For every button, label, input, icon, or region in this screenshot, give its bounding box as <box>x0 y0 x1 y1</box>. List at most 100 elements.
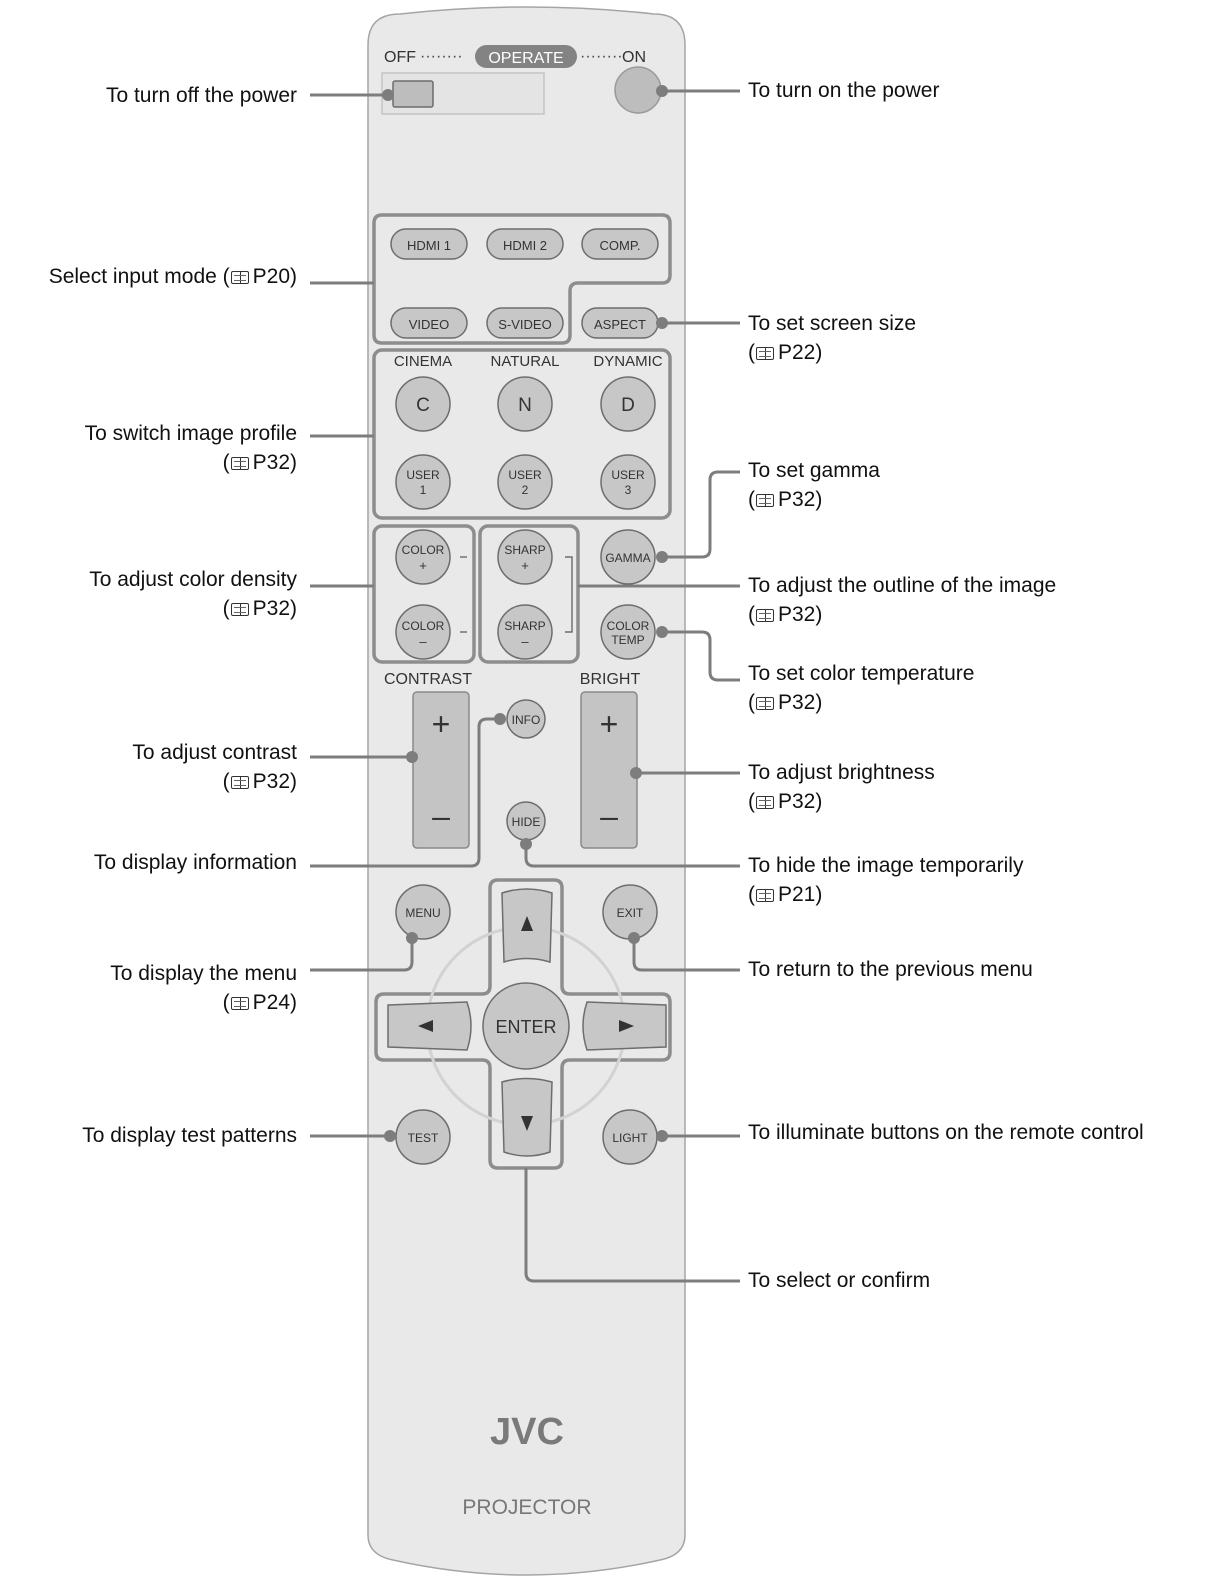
test-label: TEST <box>408 1131 439 1145</box>
user3-label-line1: USER <box>611 468 645 482</box>
leader-lines <box>310 89 740 1283</box>
dot-exit <box>628 932 640 944</box>
user2-button[interactable] <box>497 454 553 510</box>
leader-info <box>310 717 500 868</box>
user1-label-line2: 1 <box>420 483 427 497</box>
cinema-label: CINEMA <box>394 353 452 370</box>
comp-label: COMP. <box>600 238 641 253</box>
test-button[interactable] <box>395 1109 451 1165</box>
color-temp-label-line2: TEMP <box>611 633 644 647</box>
cinema-button[interactable] <box>395 376 451 432</box>
power-on-button[interactable] <box>614 66 662 114</box>
info-label: INFO <box>512 713 541 727</box>
user2-label-line1: USER <box>508 468 542 482</box>
sharp-bracket <box>565 556 573 633</box>
annot-power-on: To turn on the power <box>748 79 940 102</box>
leader-exit <box>632 938 740 972</box>
dot-power-on <box>656 85 668 97</box>
sharp-plus-label-line1: SHARP <box>504 543 545 557</box>
contrast-label: CONTRAST <box>384 671 472 688</box>
color-minus-label-line2: – <box>419 634 427 649</box>
leader-hide <box>524 844 740 868</box>
sharp-minus-button[interactable] <box>497 604 553 660</box>
sharp-minus-label-line2: – <box>521 634 529 649</box>
annot-color-temp: To set color temperature (P32) <box>748 662 975 714</box>
operate-pill <box>475 45 577 68</box>
natural-button-label: N <box>518 395 532 416</box>
natural-label: NATURAL <box>491 353 560 370</box>
color-temp-label-line1: COLOR <box>607 619 650 633</box>
contrast-rocker[interactable] <box>412 691 470 849</box>
dot-info <box>494 713 506 725</box>
user2-label-line2: 2 <box>522 483 529 497</box>
book-icon <box>230 997 249 1010</box>
leader-select <box>524 1168 740 1283</box>
user1-button[interactable] <box>395 454 451 510</box>
annot-power-off: To turn off the power <box>105 84 297 107</box>
annot-contrast: To adjust contrast (P32) <box>132 741 297 793</box>
book-icon <box>756 889 774 902</box>
dot-aspect <box>656 317 668 329</box>
contrast-plus-label: + <box>432 706 451 742</box>
dot-color-temp <box>656 626 668 638</box>
arrow-up-icon <box>521 916 533 931</box>
book-icon <box>756 494 774 507</box>
annot-illuminate: To illuminate buttons on the remote cont… <box>748 1121 1144 1144</box>
color-plus-label-line2: + <box>419 558 427 573</box>
projector-label: PROJECTOR <box>462 1496 591 1519</box>
annot-select-confirm: To select or confirm <box>748 1269 931 1292</box>
profile-group-outline <box>372 348 672 520</box>
color-temp-button[interactable] <box>600 604 656 660</box>
book-icon <box>230 271 249 284</box>
sharp-group-outline <box>478 524 580 664</box>
svideo-label: S-VIDEO <box>498 317 551 332</box>
operate-on-label: ON <box>622 49 646 66</box>
contrast-minus-label: – <box>432 798 450 834</box>
comp-button[interactable] <box>581 228 659 260</box>
hdmi1-button[interactable] <box>390 228 468 260</box>
leader-gamma <box>662 470 740 559</box>
light-label: LIGHT <box>612 1131 648 1145</box>
natural-button[interactable] <box>497 376 553 432</box>
dot-contrast <box>406 751 418 763</box>
hdmi2-label: HDMI 2 <box>503 238 547 253</box>
book-icon <box>230 776 249 789</box>
annot-menu: To display the menu (P24) <box>110 962 297 1014</box>
menu-label: MENU <box>405 906 440 920</box>
leader-dots <box>382 85 668 1142</box>
color-minus-button[interactable] <box>395 604 451 660</box>
annot-screen-size: To set screen size (P22) <box>748 312 917 364</box>
annot-outline: To adjust the outline of the image (P32) <box>748 574 1057 626</box>
gamma-button[interactable] <box>600 529 656 585</box>
sharp-plus-button[interactable] <box>497 529 553 585</box>
bright-plus-label: + <box>600 706 619 742</box>
book-icon <box>230 603 249 616</box>
user3-button[interactable] <box>600 454 656 510</box>
dot-hide <box>520 838 532 850</box>
svideo-button[interactable] <box>486 307 564 339</box>
dot-test <box>384 1130 396 1142</box>
video-button[interactable] <box>390 307 468 339</box>
annot-color-density: To adjust color density (P32) <box>89 568 297 620</box>
bright-minus-label: – <box>600 798 618 834</box>
arrow-left-icon <box>418 1020 433 1032</box>
annot-image-profile: To switch image profile (P32) <box>84 422 297 474</box>
dynamic-button-label: D <box>621 395 635 416</box>
info-button[interactable] <box>506 699 546 739</box>
power-off-button[interactable] <box>392 80 434 108</box>
annot-return-menu: To return to the previous menu <box>748 958 1033 981</box>
hdmi1-label: HDMI 1 <box>407 238 451 253</box>
dot-power-off <box>382 89 394 101</box>
color-plus-button[interactable] <box>395 529 451 585</box>
jvc-logo: JVC <box>490 1411 564 1453</box>
annot-test-patterns: To display test patterns <box>82 1124 297 1147</box>
dot-brightness <box>630 767 642 779</box>
cinema-button-label: C <box>416 395 430 416</box>
dynamic-button[interactable] <box>600 376 656 432</box>
menu-button[interactable] <box>395 884 451 940</box>
sharp-plus-label-line2: + <box>521 558 529 573</box>
dot-light <box>656 1130 668 1142</box>
enter-button[interactable] <box>482 982 570 1070</box>
hdmi2-button[interactable] <box>486 228 564 260</box>
